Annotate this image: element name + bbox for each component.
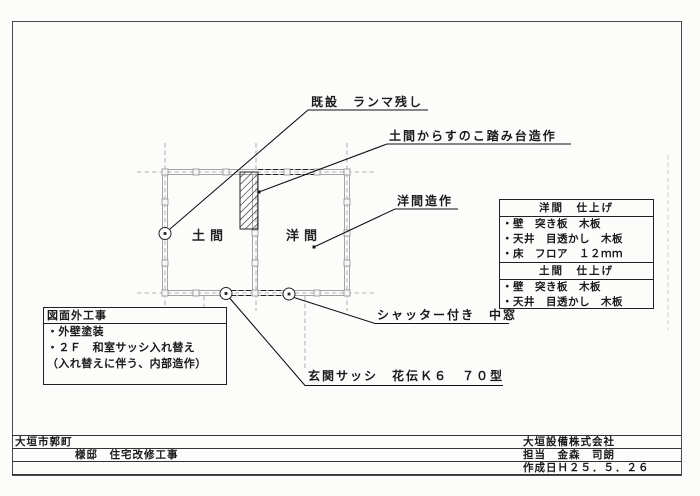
finish-spec-table: 洋間 仕上げ ・壁 突き板 木板 ・天井 目透かし 木板 ・床 フロア １２ｍｍ… — [499, 199, 654, 309]
drawing-frame-border — [12, 21, 682, 476]
annotation-shutter-window: シャッター付き 中窓 — [377, 308, 518, 322]
title-block: 大垣市郭町 大垣設備株式会社 様邸 住宅改修工事 担当 金森 司朗 作成日Ｈ２５… — [12, 435, 681, 475]
offsite-works-title: 図面外工事 — [44, 308, 226, 324]
room-label-yoma: 洋間 — [286, 229, 323, 244]
annotation-genkan-sash: 玄関サッシ 花伝Ｋ６ ７０型 — [308, 369, 505, 383]
finish-header-yoma: 洋間 仕上げ — [500, 200, 653, 217]
room-label-doma: 土間 — [192, 229, 229, 244]
finish-row: ・壁 突き板 木板 — [502, 218, 601, 230]
annotation-ranma: 既設 ランマ残し — [311, 95, 424, 109]
site-name: 大垣市郭町 — [15, 436, 73, 448]
annotation-yoma-zosaku: 洋間造作 — [397, 194, 454, 208]
title-block-row: 様邸 住宅改修工事 担当 金森 司朗 — [12, 449, 681, 462]
offsite-works-item: ・２Ｆ 和室サッシ入れ替え — [47, 341, 196, 354]
company-name: 大垣設備株式会社 — [523, 436, 615, 448]
finish-row: ・天井 目透かし 木板 — [502, 296, 623, 308]
leader-lines — [169, 109, 571, 387]
project-name: 様邸 住宅改修工事 — [75, 449, 179, 461]
finish-row: ・天井 目透かし 木板 — [502, 233, 623, 245]
offsite-works-item: ・外壁塗装 — [47, 325, 104, 338]
offsite-works-box: 図面外工事 ・外壁塗装 ・２Ｆ 和室サッシ入れ替え （入れ替えに伴う、内部造作） — [43, 307, 227, 385]
finish-row: ・床 フロア １２ｍｍ — [502, 248, 623, 260]
annotation-sunoko: 土間からすのこ踏み台造作 — [389, 129, 557, 143]
fixture-symbols — [158, 227, 296, 301]
staff-name: 担当 金森 司朗 — [523, 449, 615, 461]
title-block-row: 作成日Ｈ２５．５．２６ — [12, 462, 681, 475]
created-date: 作成日Ｈ２５．５．２６ — [523, 462, 650, 474]
offsite-works-item: （入れ替えに伴う、内部造作） — [47, 357, 207, 370]
finish-header-doma: 土間 仕上げ — [500, 262, 653, 280]
title-block-row: 大垣市郭町 大垣設備株式会社 — [12, 436, 681, 449]
wall-posts — [161, 168, 351, 297]
sunoko-platform-hatch — [239, 171, 259, 230]
finish-row: ・壁 突き板 木板 — [502, 281, 601, 293]
